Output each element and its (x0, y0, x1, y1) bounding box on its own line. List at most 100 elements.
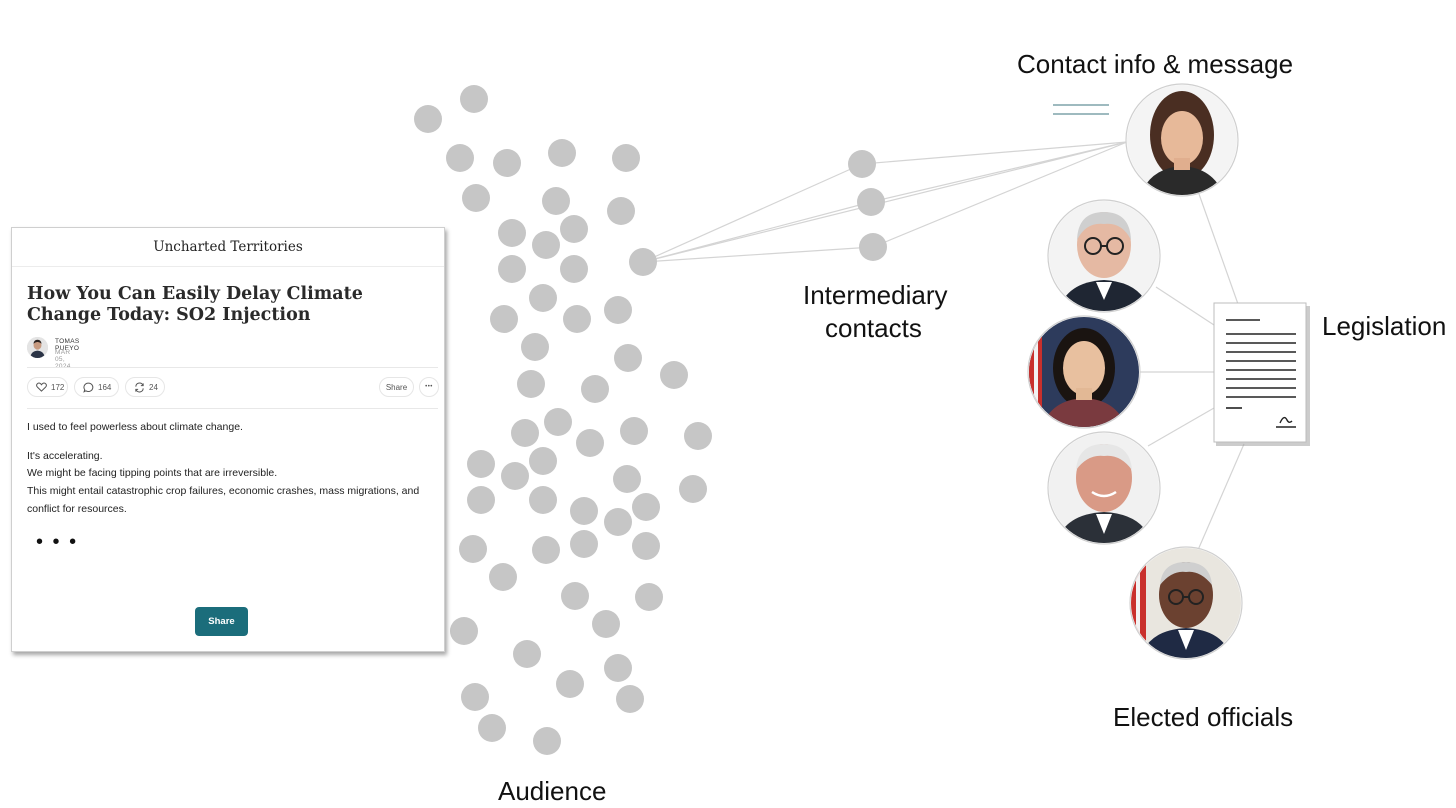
audience-node (529, 284, 557, 312)
audience-node (467, 450, 495, 478)
intermediary-label-2: contacts (825, 313, 922, 343)
restack-count: 24 (149, 382, 158, 392)
audience-node (581, 375, 609, 403)
paragraph: I used to feel powerless about climate c… (27, 421, 243, 433)
audience-node (498, 219, 526, 247)
more-button[interactable]: ••• (419, 377, 439, 397)
article-card: Uncharted Territories How You Can Easily… (11, 227, 445, 652)
audience-node (542, 187, 570, 215)
audience-node (570, 530, 598, 558)
audience-node (632, 493, 660, 521)
official-portrait (1027, 315, 1141, 429)
audience-node (498, 255, 526, 283)
edge (861, 141, 1128, 165)
contact-info-label: Contact info & message (1017, 49, 1294, 79)
intermediary-nodes (848, 150, 887, 261)
audience-node (592, 610, 620, 638)
share-small-label: Share (385, 382, 408, 392)
intermediary-label: Intermediary (803, 280, 948, 310)
edge (870, 141, 1128, 203)
audience-node (532, 536, 560, 564)
elected-officials-label: Elected officials (1113, 702, 1294, 732)
share-small-button[interactable]: Share (379, 377, 414, 397)
heart-icon (36, 382, 47, 392)
audience-node (679, 475, 707, 503)
audience-node (489, 563, 517, 591)
signature-icon (1276, 416, 1296, 428)
edge (1147, 407, 1215, 447)
intermediary-node (859, 233, 887, 261)
publication-name[interactable]: Uncharted Territories (12, 228, 444, 267)
edge (1197, 443, 1245, 551)
paragraph: It's accelerating. (27, 450, 103, 462)
edge (1198, 193, 1239, 305)
audience-node (533, 727, 561, 755)
article-title[interactable]: How You Can Easily Delay Climate Change … (27, 284, 363, 325)
like-button[interactable]: 172 (27, 377, 68, 397)
audience-node (604, 508, 632, 536)
audience-node (490, 305, 518, 333)
audience-node (462, 184, 490, 212)
audience-node (446, 144, 474, 172)
audience-node (635, 583, 663, 611)
audience-node (529, 447, 557, 475)
audience-node (493, 149, 521, 177)
audience-node (612, 144, 640, 172)
audience-label: Audience (498, 776, 607, 806)
audience-node (620, 417, 648, 445)
message-lines-icon (1053, 104, 1109, 115)
audience-node (544, 408, 572, 436)
restack-button[interactable]: 24 (125, 377, 165, 397)
audience-node (414, 105, 442, 133)
document-icon (1213, 302, 1310, 446)
paragraph: We might be facing tipping points that a… (27, 467, 278, 479)
audience-node (576, 429, 604, 457)
share-button[interactable]: Share (195, 607, 248, 636)
edge (872, 141, 1128, 248)
audience-node (461, 683, 489, 711)
audience-node (604, 654, 632, 682)
edge (642, 163, 863, 263)
audience-node (570, 497, 598, 525)
audience-node (614, 344, 642, 372)
official-portrait (1125, 83, 1239, 197)
audience-node (459, 535, 487, 563)
audience-node (556, 670, 584, 698)
official-portrait (1047, 431, 1161, 545)
audience-node (548, 139, 576, 167)
author-name[interactable]: TOMAS PUEYO (55, 338, 80, 352)
official-portrait (1129, 546, 1243, 660)
audience-node (511, 419, 539, 447)
audience-node (632, 532, 660, 560)
intermediary-node (857, 188, 885, 216)
comment-button[interactable]: 164 (74, 377, 119, 397)
edge (1155, 286, 1215, 326)
audience-node (460, 85, 488, 113)
like-count: 172 (51, 382, 65, 392)
publish-date: MAR 05, 2024 (55, 349, 71, 370)
audience-node (563, 305, 591, 333)
audience-node (529, 486, 557, 514)
comment-icon (83, 382, 94, 393)
audience-node (660, 361, 688, 389)
paragraph: This might entail catastrophic crop fail… (27, 485, 420, 515)
continuation-ellipsis: • • • (36, 531, 79, 553)
audience-node (613, 465, 641, 493)
author-avatar[interactable] (27, 337, 48, 358)
restack-icon (134, 382, 145, 393)
audience-node (560, 255, 588, 283)
audience-node (560, 215, 588, 243)
audience-node (467, 486, 495, 514)
audience-node (561, 582, 589, 610)
divider (27, 408, 438, 409)
audience-node (607, 197, 635, 225)
audience-node (629, 248, 657, 276)
audience-node (616, 685, 644, 713)
edges (642, 141, 1245, 551)
audience-node (450, 617, 478, 645)
comment-count: 164 (98, 382, 112, 392)
divider (27, 367, 438, 368)
audience-node (604, 296, 632, 324)
audience-node (532, 231, 560, 259)
